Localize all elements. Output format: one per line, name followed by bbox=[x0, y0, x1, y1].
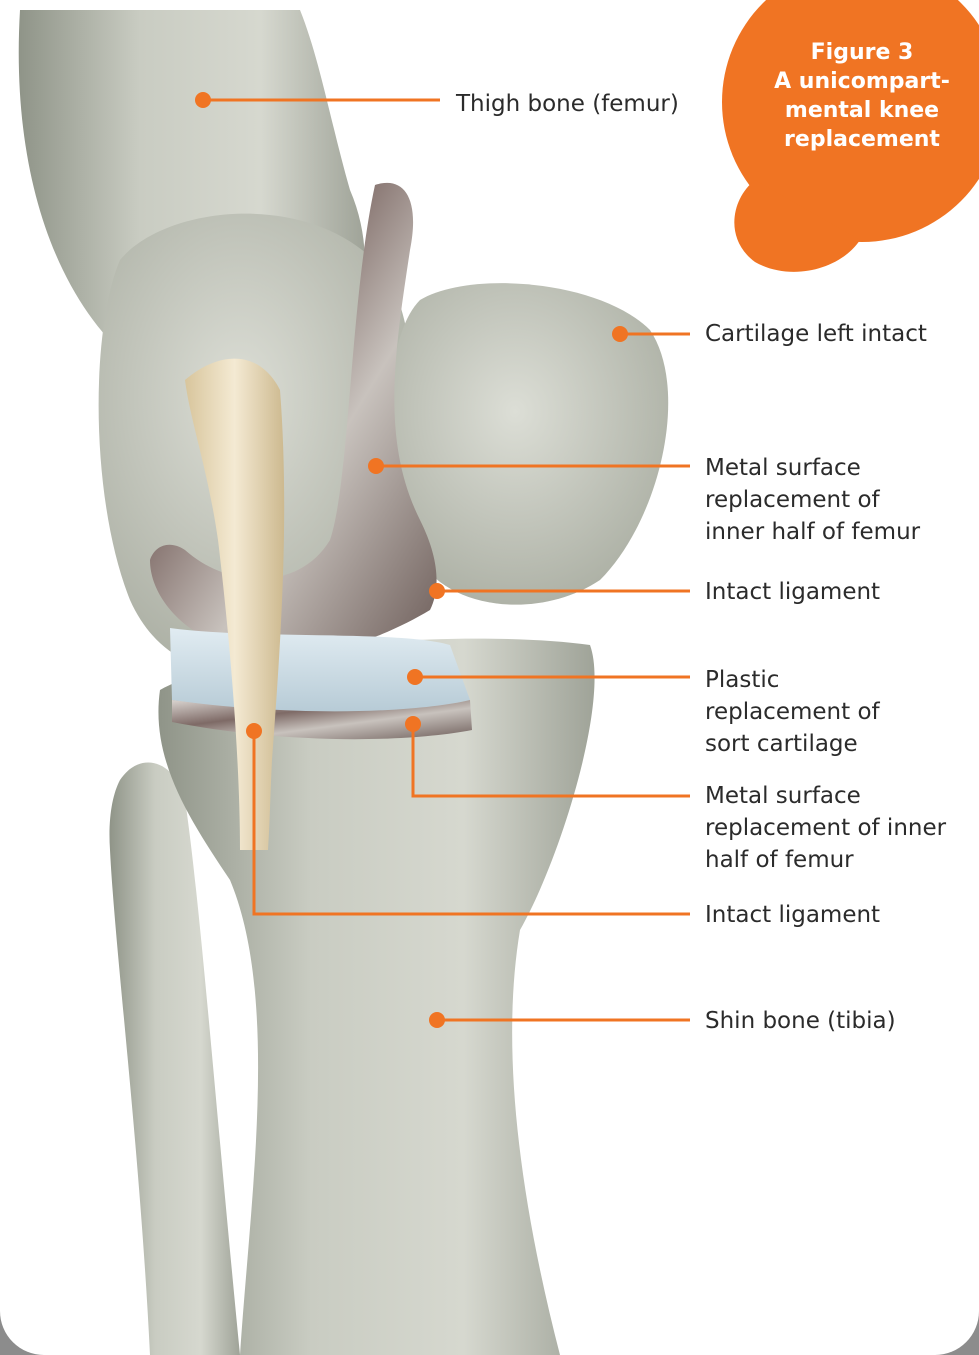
label-line: replacement of bbox=[705, 484, 920, 516]
label-line: Intact ligament bbox=[705, 899, 880, 931]
figure-title-line: Figure 3 bbox=[760, 38, 964, 67]
figure-title-line: replacement bbox=[760, 125, 964, 154]
label-line: Thigh bone (femur) bbox=[456, 88, 679, 120]
label-intact-ligament-upper: Intact ligament bbox=[705, 576, 880, 608]
label-metal-surface-lower: Metal surface replacement of inner half … bbox=[705, 780, 946, 876]
label-line: inner half of femur bbox=[705, 516, 920, 548]
label-cartilage: Cartilage left intact bbox=[705, 318, 927, 350]
label-line: replacement of inner bbox=[705, 812, 946, 844]
label-metal-surface-femur: Metal surface replacement of inner half … bbox=[705, 452, 920, 548]
label-line: Cartilage left intact bbox=[705, 318, 927, 350]
label-thigh-bone: Thigh bone (femur) bbox=[456, 88, 679, 120]
figure-title: Figure 3 A unicompart- mental knee repla… bbox=[760, 38, 964, 154]
label-intact-ligament-lower: Intact ligament bbox=[705, 899, 880, 931]
label-line: Shin bone (tibia) bbox=[705, 1005, 896, 1037]
plastic-insert bbox=[170, 628, 470, 712]
label-line: Plastic bbox=[705, 664, 880, 696]
label-line: sort cartilage bbox=[705, 728, 880, 760]
figure-title-line: A unicompart- bbox=[760, 67, 964, 96]
label-line: Metal surface bbox=[705, 780, 946, 812]
label-line: Metal surface bbox=[705, 452, 920, 484]
label-line: replacement of bbox=[705, 696, 880, 728]
label-line: Intact ligament bbox=[705, 576, 880, 608]
figure-title-line: mental knee bbox=[760, 96, 964, 125]
label-plastic-replacement: Plastic replacement of sort cartilage bbox=[705, 664, 880, 760]
label-line: half of femur bbox=[705, 844, 946, 876]
label-shin-bone: Shin bone (tibia) bbox=[705, 1005, 896, 1037]
